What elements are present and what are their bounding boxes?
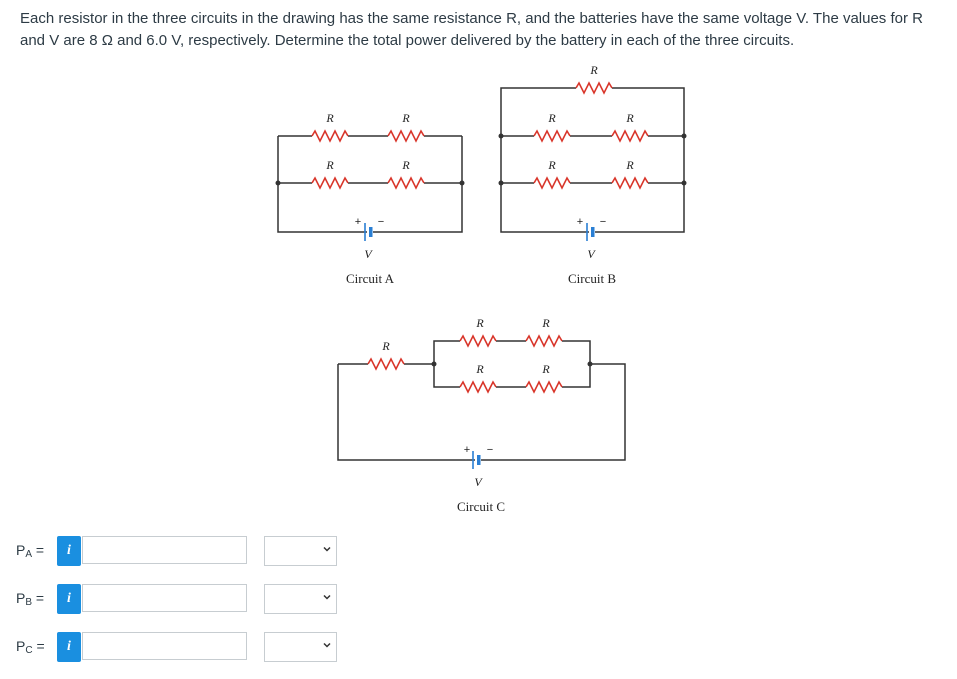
label-r: R bbox=[475, 362, 484, 376]
label-r: R bbox=[625, 158, 634, 172]
resistor-c3 bbox=[525, 335, 563, 347]
label-r: R bbox=[401, 158, 410, 172]
label-r: R bbox=[325, 111, 334, 125]
label-v: V bbox=[364, 247, 373, 261]
circuit-a-caption: Circuit A bbox=[346, 271, 395, 286]
label-minus: − bbox=[487, 444, 493, 456]
label-minus: − bbox=[600, 216, 606, 228]
resistor-c5 bbox=[525, 381, 563, 393]
answer-label-a: PA = bbox=[16, 542, 45, 560]
chevron-down-icon bbox=[323, 642, 331, 648]
chevron-down-icon bbox=[323, 546, 331, 552]
resistor-b-top bbox=[575, 82, 613, 94]
unit-select-c[interactable] bbox=[264, 632, 337, 662]
label-r: R bbox=[547, 158, 556, 172]
resistor-c1 bbox=[367, 358, 405, 370]
resistor-a2 bbox=[387, 130, 425, 142]
label-r: R bbox=[401, 111, 410, 125]
resistor-a4 bbox=[387, 177, 425, 189]
circuit-c bbox=[337, 340, 626, 461]
resistor-a1 bbox=[311, 130, 349, 142]
answer-row-c: PC = i bbox=[0, 630, 360, 664]
circuit-b bbox=[500, 87, 685, 233]
circuit-a bbox=[277, 135, 463, 233]
label-r: R bbox=[475, 316, 484, 330]
answer-input-b[interactable] bbox=[82, 584, 247, 612]
label-r: R bbox=[589, 63, 598, 77]
label-r: R bbox=[541, 316, 550, 330]
label-v: V bbox=[587, 247, 596, 261]
answer-label-c: PC = bbox=[16, 638, 45, 656]
answer-label-b: PB = bbox=[16, 590, 45, 608]
resistor-c4 bbox=[459, 381, 497, 393]
label-plus: + bbox=[464, 444, 470, 456]
resistor-a3 bbox=[311, 177, 349, 189]
info-button[interactable]: i bbox=[57, 536, 81, 566]
answer-row-b: PB = i bbox=[0, 582, 360, 616]
answer-row-a: PA = i bbox=[0, 534, 360, 568]
answer-input-a[interactable] bbox=[82, 536, 247, 564]
label-plus: + bbox=[577, 216, 583, 228]
label-r: R bbox=[625, 111, 634, 125]
circuit-b-caption: Circuit B bbox=[568, 271, 616, 286]
resistor-b4 bbox=[611, 177, 649, 189]
question-line-1: Each resistor in the three circuits in t… bbox=[20, 10, 923, 27]
question-text: Each resistor in the three circuits in t… bbox=[20, 8, 945, 52]
resistor-b3 bbox=[533, 177, 571, 189]
resistor-c2 bbox=[459, 335, 497, 347]
circuit-diagram: R R R R V R R R R R V R R R R R V + − + … bbox=[275, 63, 687, 514]
answer-input-c[interactable] bbox=[82, 632, 247, 660]
chevron-down-icon bbox=[323, 594, 331, 600]
label-r: R bbox=[381, 339, 390, 353]
label-minus: − bbox=[378, 216, 384, 228]
unit-select-b[interactable] bbox=[264, 584, 337, 614]
label-r: R bbox=[325, 158, 334, 172]
question-line-2: and V are 8 Ω and 6.0 V, respectively. D… bbox=[20, 32, 795, 49]
label-r: R bbox=[541, 362, 550, 376]
unit-select-a[interactable] bbox=[264, 536, 337, 566]
info-button[interactable]: i bbox=[57, 584, 81, 614]
resistor-b2 bbox=[611, 130, 649, 142]
label-v: V bbox=[474, 475, 483, 489]
resistor-b1 bbox=[533, 130, 571, 142]
info-button[interactable]: i bbox=[57, 632, 81, 662]
label-r: R bbox=[547, 111, 556, 125]
label-plus: + bbox=[355, 216, 361, 228]
circuit-c-caption: Circuit C bbox=[457, 499, 505, 514]
